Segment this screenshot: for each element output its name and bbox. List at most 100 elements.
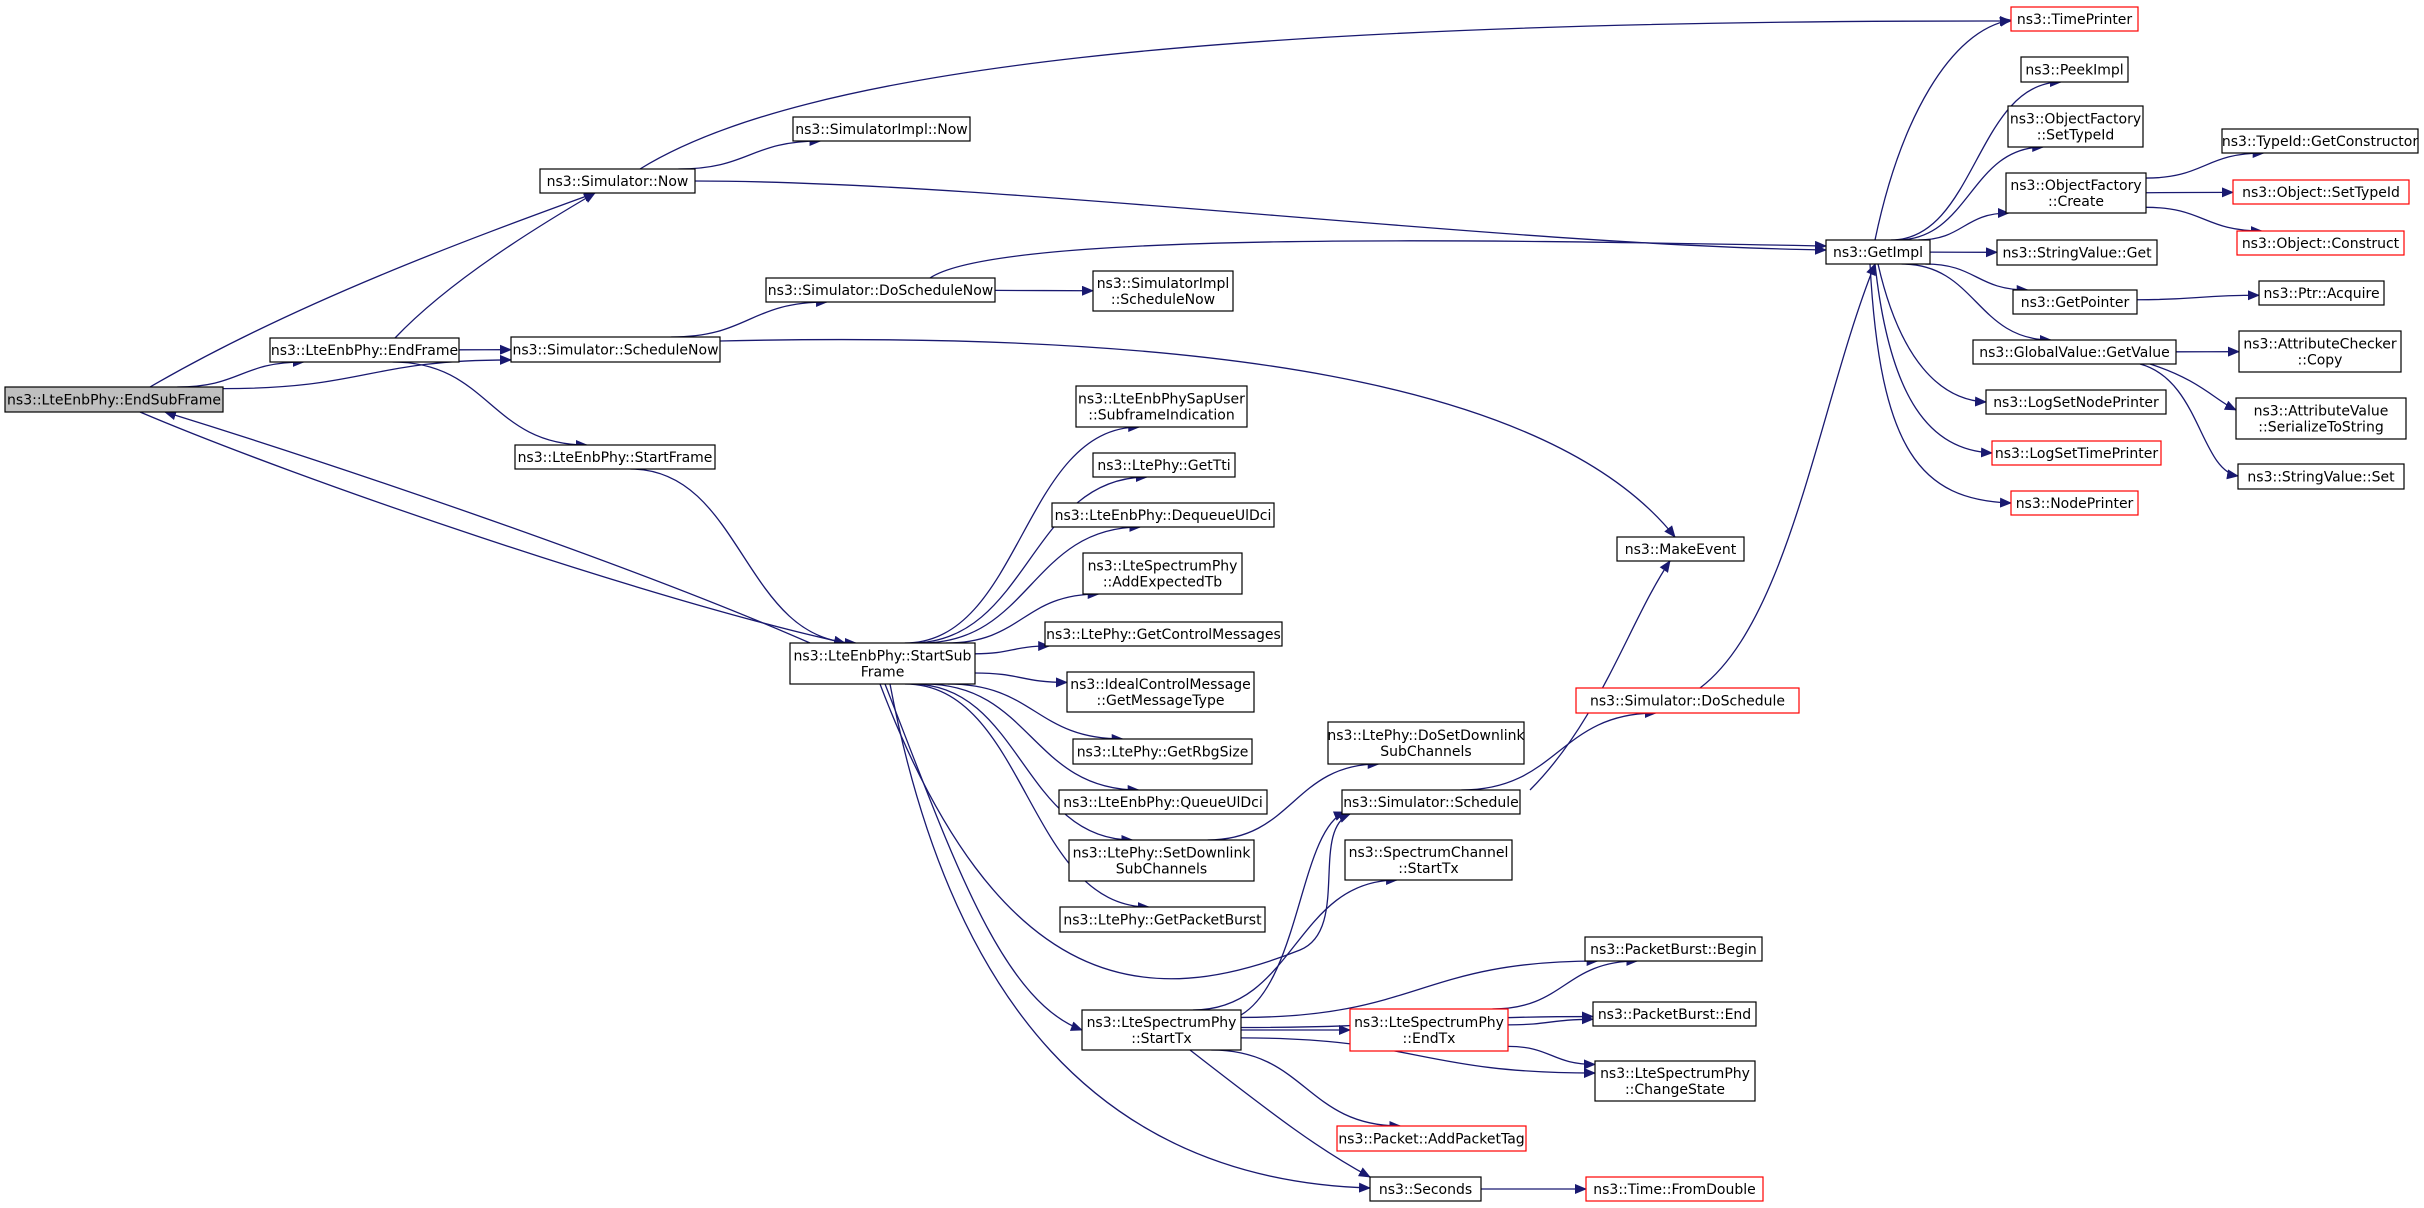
node-changestate[interactable]: ns3::LteSpectrumPhy::ChangeState	[1594, 1060, 1756, 1102]
edge-dosched-to-getimpl	[1699, 263, 1876, 689]
node-label: ns3::SimulatorImpl	[1097, 276, 1230, 292]
node-label: ns3::Object::Construct	[2242, 236, 2400, 252]
edge-doschednow-to-getimpl	[929, 240, 1827, 279]
node-endsub[interactable]: ns3::LteEnbPhy::EndSubFrame	[4, 386, 224, 413]
node-box	[2020, 56, 2129, 83]
node-queueul[interactable]: ns3::LteEnbPhy::QueueUlDci	[1058, 789, 1268, 815]
node-attrcheck[interactable]: ns3::AttributeChecker::Copy	[2238, 330, 2402, 373]
edge-spendtx-to-pbbegin	[1492, 956, 1639, 1010]
node-endframe[interactable]: ns3::LteEnbPhy::EndFrame	[269, 337, 460, 363]
node-box	[1996, 239, 2158, 266]
edge-gvget-to-strset	[2139, 363, 2239, 480]
edge-spendtx-to-changestate	[1507, 1045, 1596, 1070]
node-strget[interactable]: ns3::StringValue::Get	[1996, 239, 2158, 266]
node-logsetnode[interactable]: ns3::LogSetNodePrinter	[1985, 389, 2167, 415]
node-doschednow[interactable]: ns3::Simulator::DoScheduleNow	[765, 277, 996, 303]
node-startframe[interactable]: ns3::LteEnbPhy::StartFrame	[514, 444, 716, 470]
node-simnow[interactable]: ns3::Simulator::Now	[539, 168, 696, 194]
node-addtag[interactable]: ns3::Packet::AddPacketTag	[1336, 1125, 1527, 1152]
node-pbend[interactable]: ns3::PacketBurst::End	[1592, 1001, 1757, 1027]
node-label: ::AddExpectedTb	[1103, 575, 1222, 591]
node-gettti[interactable]: ns3::LtePhy::GetTti	[1092, 452, 1236, 478]
node-label: ::Copy	[2298, 353, 2343, 369]
node-gvget[interactable]: ns3::GlobalValue::GetValue	[1972, 339, 2177, 365]
node-spstarttx[interactable]: ns3::LteSpectrumPhy::StartTx	[1081, 1009, 1242, 1051]
node-dequeue[interactable]: ns3::LteEnbPhy::DequeueUlDci	[1051, 502, 1275, 528]
node-label: ns3::NodePrinter	[2016, 496, 2134, 512]
edge-gvget-to-attrvalser	[2149, 363, 2237, 411]
node-dosched[interactable]: ns3::Simulator::DoSchedule	[1575, 687, 1800, 714]
node-label: ns3::LtePhy::GetPacketBurst	[1063, 913, 1262, 929]
node-getrbg[interactable]: ns3::LtePhy::GetRbgSize	[1072, 738, 1253, 765]
node-getpkt[interactable]: ns3::LtePhy::GetPacketBurst	[1059, 906, 1266, 933]
node-schednow[interactable]: ns3::Simulator::ScheduleNow	[510, 336, 721, 363]
node-label: ns3::PacketBurst::End	[1598, 1007, 1751, 1023]
node-box	[1081, 1009, 1242, 1051]
node-typeidgetctor[interactable]: ns3::TypeId::GetConstructor	[2221, 128, 2419, 154]
node-objsettype[interactable]: ns3::Object::SetTypeId	[2232, 179, 2410, 205]
node-peekimpl[interactable]: ns3::PeekImpl	[2020, 56, 2129, 83]
node-getctrl[interactable]: ns3::LtePhy::GetControlMessages	[1044, 621, 1283, 647]
edge-setdown-to-dosetdown	[1207, 759, 1380, 841]
node-label: ns3::LogSetTimePrinter	[1995, 446, 2159, 462]
edge-getimpl-to-peekimpl	[1890, 77, 2063, 241]
node-label: ns3::Time::FromDouble	[1593, 1182, 1756, 1198]
node-box	[1991, 440, 2162, 466]
node-seconds[interactable]: ns3::Seconds	[1369, 1176, 1482, 1202]
node-label: ::GetMessageType	[1097, 693, 1225, 709]
edge-simnow-to-timeprinter	[639, 15, 2012, 170]
node-box	[1336, 1125, 1527, 1152]
node-box	[1594, 1060, 1756, 1102]
node-fromdouble[interactable]: ns3::Time::FromDouble	[1585, 1176, 1764, 1202]
edge-startsub-to-endsub	[164, 410, 811, 644]
edge-getimpl-to-gvget	[1901, 263, 2052, 345]
node-simimplschednow[interactable]: ns3::SimulatorImpl::ScheduleNow	[1092, 270, 1234, 312]
node-ptracquire[interactable]: ns3::Ptr::Acquire	[2258, 280, 2385, 306]
edge-getpointer-to-ptracquire	[2136, 290, 2260, 301]
node-idealctrl[interactable]: ns3::IdealControlMessage::GetMessageType	[1066, 671, 1255, 713]
node-box	[1327, 721, 1525, 765]
node-simsched[interactable]: ns3::Simulator::Schedule	[1341, 789, 1521, 815]
edge-startsub-to-sapuser	[904, 422, 1141, 644]
node-label: ns3::LteEnbPhy::DequeueUlDci	[1055, 508, 1272, 524]
node-objconstruct[interactable]: ns3::Object::Construct	[2236, 230, 2405, 256]
node-specchan[interactable]: ns3::SpectrumChannel::StartTx	[1344, 839, 1513, 881]
node-logsettime[interactable]: ns3::LogSetTimePrinter	[1991, 440, 2162, 466]
node-label: ns3::Simulator::DoScheduleNow	[768, 283, 993, 299]
node-nodeprinter[interactable]: ns3::NodePrinter	[2010, 490, 2139, 516]
node-label: ::SetTypeId	[2037, 128, 2115, 144]
edge-endsub-to-schednow	[222, 354, 512, 390]
node-box	[1068, 839, 1255, 882]
node-layer: ns3::LteEnbPhy::EndSubFramens3::LteEnbPh…	[4, 6, 2419, 1202]
edge-spstarttx-to-simsched	[1240, 811, 1346, 1016]
node-ofcreate[interactable]: ns3::ObjectFactory::Create	[2005, 172, 2147, 214]
edge-startframe-to-startsub	[630, 468, 857, 648]
edge-getimpl-to-ofcreate	[1918, 208, 2010, 241]
node-spendtx[interactable]: ns3::LteSpectrumPhy::EndTx	[1349, 1008, 1509, 1052]
node-box	[2235, 397, 2407, 440]
node-label: ::StartTx	[1131, 1031, 1191, 1047]
node-sapuser[interactable]: ns3::LteEnbPhySapUser::SubframeIndicatio…	[1075, 385, 1248, 428]
edge-startsub-to-getpkt	[904, 683, 1150, 912]
node-ofsettype[interactable]: ns3::ObjectFactory::SetTypeId	[2007, 105, 2144, 148]
node-strset[interactable]: ns3::StringValue::Set	[2237, 463, 2405, 490]
node-box	[514, 444, 716, 470]
node-getpointer[interactable]: ns3::GetPointer	[2012, 289, 2138, 315]
node-makeevent[interactable]: ns3::MakeEvent	[1616, 536, 1745, 562]
node-label: ns3::LteEnbPhySapUser	[1078, 392, 1245, 408]
node-getimpl[interactable]: ns3::GetImpl	[1825, 239, 1931, 265]
node-pbbegin[interactable]: ns3::PacketBurst::Begin	[1584, 936, 1763, 962]
edge-ofcreate-to-typeidgetctor	[2145, 148, 2265, 179]
node-box	[1575, 687, 1800, 714]
node-simimplnow[interactable]: ns3::SimulatorImpl::Now	[792, 116, 971, 142]
edge-startsub-to-spstarttx	[884, 683, 1083, 1031]
node-label: ns3::LteEnbPhy::EndSubFrame	[7, 393, 221, 409]
node-label: ns3::LteEnbPhy::QueueUlDci	[1063, 795, 1263, 811]
node-timeprinter[interactable]: ns3::TimePrinter	[2010, 6, 2139, 32]
node-attrvalser[interactable]: ns3::AttributeValue::SerializeToString	[2235, 397, 2407, 440]
node-addexp[interactable]: ns3::LteSpectrumPhy::AddExpectedTb	[1082, 552, 1243, 595]
